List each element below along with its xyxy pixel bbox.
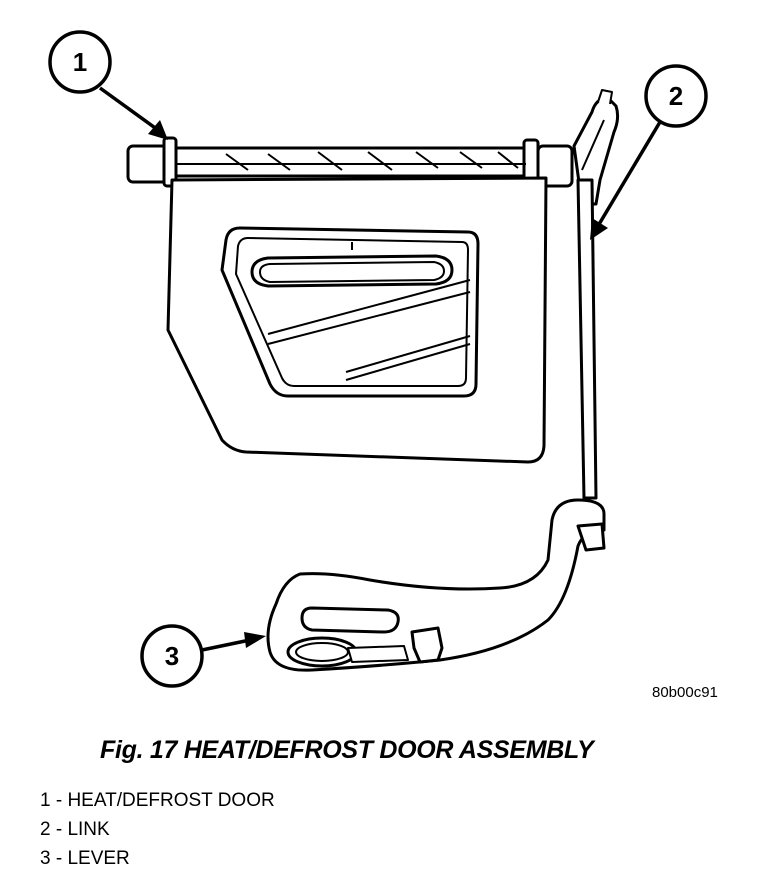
legend-list: 1 - HEAT/DEFROST DOOR 2 - LINK 3 - LEVER bbox=[40, 786, 275, 873]
callout-3-leader bbox=[201, 638, 251, 652]
callout-3-circle bbox=[140, 624, 204, 688]
lever-slot bbox=[300, 606, 400, 634]
legend-item-3: 3 - LEVER bbox=[40, 848, 130, 869]
link-top-clip bbox=[572, 96, 620, 206]
callout-1-circle bbox=[48, 30, 112, 94]
callout-3-number: 3 bbox=[165, 641, 179, 671]
figure-code: 80b00c91 bbox=[652, 684, 718, 701]
shaft-right-end bbox=[536, 144, 574, 188]
callout-3-arrowhead bbox=[244, 632, 266, 648]
link-rod bbox=[572, 89, 620, 500]
callout-2-circle bbox=[644, 64, 708, 128]
legend-item-2: 2 - LINK bbox=[40, 819, 110, 840]
shaft-left-end bbox=[126, 144, 170, 184]
shaft-body bbox=[174, 146, 528, 178]
door-slot-inner bbox=[259, 261, 445, 283]
callout-2-leader bbox=[596, 121, 662, 227]
callout-1-leader bbox=[98, 86, 160, 132]
lever-lower-pin bbox=[410, 626, 444, 664]
door-window-inner bbox=[235, 237, 469, 387]
shaft-hatching bbox=[176, 151, 526, 171]
callout-1: 1 bbox=[48, 30, 168, 140]
figure-caption: Fig. 17 HEAT/DEFROST DOOR ASSEMBLY bbox=[100, 736, 594, 764]
heat-defrost-door bbox=[126, 136, 574, 464]
legend-item-1: 1 - HEAT/DEFROST DOOR bbox=[40, 790, 275, 811]
lever-upper-pin bbox=[576, 522, 606, 552]
link-rod-shaft bbox=[576, 178, 598, 500]
door-assembly-illustration: 1 2 3 bbox=[48, 30, 708, 688]
callout-3: 3 bbox=[140, 624, 266, 688]
callout-1-arrowhead bbox=[148, 120, 168, 140]
callout-2-arrowhead bbox=[590, 218, 608, 240]
door-ribs bbox=[267, 242, 471, 381]
callout-2-number: 2 bbox=[669, 81, 683, 111]
lever bbox=[266, 498, 606, 672]
callout-1-number: 1 bbox=[73, 47, 87, 77]
callout-2: 2 bbox=[590, 64, 708, 240]
